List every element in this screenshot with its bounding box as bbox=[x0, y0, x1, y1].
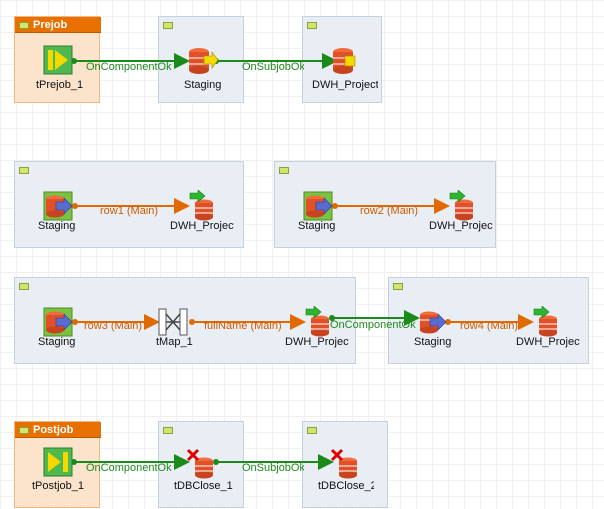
db-input-icon bbox=[303, 191, 333, 221]
connection-label[interactable]: row2 (Main) bbox=[360, 205, 419, 217]
db-output-component[interactable] bbox=[530, 305, 564, 340]
collapse-toggle-icon[interactable] bbox=[393, 283, 403, 290]
subjob-prejob-title: Prejob bbox=[33, 19, 68, 31]
db-input-component[interactable] bbox=[416, 306, 450, 340]
connection-label[interactable]: row3 (Main) bbox=[84, 320, 143, 332]
db-output-icon bbox=[305, 305, 329, 337]
db-input-component[interactable] bbox=[302, 190, 336, 224]
db-connection-icon bbox=[189, 48, 219, 74]
component-label[interactable]: tPostjob_1 bbox=[32, 480, 84, 492]
component-label[interactable]: tMap_1 bbox=[156, 336, 193, 348]
db-output-icon bbox=[533, 305, 557, 337]
db-input-component[interactable] bbox=[42, 306, 76, 340]
db-close-icon bbox=[330, 448, 357, 479]
db-input-icon bbox=[420, 311, 447, 334]
connection-label[interactable]: OnComponentOk bbox=[330, 319, 416, 331]
db-output-icon bbox=[449, 189, 473, 221]
connection-label[interactable]: OnComponentOk bbox=[86, 462, 172, 474]
db-output-component[interactable] bbox=[446, 189, 480, 224]
component-label[interactable]: DWH_Project bbox=[170, 220, 234, 232]
connection-label[interactable]: fullName (Main) bbox=[204, 320, 282, 332]
collapse-toggle-icon[interactable] bbox=[307, 427, 317, 434]
collapse-toggle-icon[interactable] bbox=[19, 167, 29, 174]
component-label[interactable]: tDBClose_2 bbox=[318, 480, 374, 492]
component-label[interactable]: DWH_Project bbox=[312, 79, 378, 91]
component-label[interactable]: tPrejob_1 bbox=[36, 79, 84, 91]
connection-label[interactable]: row4 (Main) bbox=[460, 320, 519, 332]
db-close-component[interactable] bbox=[330, 448, 364, 482]
collapse-toggle-icon[interactable] bbox=[19, 427, 29, 434]
db-input-icon bbox=[43, 307, 73, 337]
db-output-component[interactable] bbox=[302, 305, 336, 340]
component-label[interactable]: Staging bbox=[38, 220, 76, 232]
db-connection-component[interactable] bbox=[330, 46, 364, 80]
db-input-icon bbox=[43, 191, 73, 221]
postjob-component[interactable] bbox=[42, 446, 76, 480]
connection-label[interactable]: OnSubjobOk bbox=[242, 61, 304, 73]
db-connection-icon bbox=[333, 48, 356, 74]
db-input-component[interactable] bbox=[42, 190, 76, 224]
component-label[interactable]: Staging bbox=[414, 336, 452, 348]
component-label[interactable]: DWH_Project bbox=[285, 336, 349, 348]
component-label[interactable]: DWH_Project bbox=[516, 336, 580, 348]
prejob-component[interactable] bbox=[42, 44, 76, 78]
db-output-component[interactable] bbox=[186, 189, 220, 224]
postjob-icon bbox=[43, 447, 73, 477]
connection-label[interactable]: OnSubjobOk bbox=[242, 462, 304, 474]
db-close-icon bbox=[186, 448, 213, 479]
tmap-component[interactable] bbox=[156, 306, 190, 340]
collapse-toggle-icon[interactable] bbox=[279, 167, 289, 174]
tmap-icon bbox=[158, 308, 188, 336]
component-label[interactable]: DWH_Project bbox=[429, 220, 493, 232]
component-label[interactable]: Staging bbox=[298, 220, 336, 232]
component-label[interactable]: Staging bbox=[38, 336, 76, 348]
collapse-toggle-icon[interactable] bbox=[19, 283, 29, 290]
collapse-toggle-icon[interactable] bbox=[163, 22, 173, 29]
db-output-icon bbox=[189, 189, 213, 221]
component-label[interactable]: Staging bbox=[184, 79, 222, 91]
connection-label[interactable]: OnComponentOk bbox=[86, 61, 172, 73]
collapse-toggle-icon[interactable] bbox=[163, 427, 173, 434]
subjob-postjob-title: Postjob bbox=[33, 424, 74, 436]
component-label[interactable]: tDBClose_1 bbox=[174, 480, 233, 492]
subjob-dwh-connection[interactable] bbox=[302, 16, 382, 103]
subjob-postjob-header[interactable]: Postjob bbox=[15, 422, 101, 438]
subjob-prejob[interactable]: Prejob bbox=[14, 16, 101, 103]
db-close-component[interactable] bbox=[186, 448, 220, 482]
connection-label[interactable]: row1 (Main) bbox=[100, 205, 158, 217]
collapse-toggle-icon[interactable] bbox=[19, 22, 29, 29]
prejob-icon bbox=[43, 45, 73, 75]
db-connection-component[interactable] bbox=[186, 46, 220, 80]
subjob-prejob-header[interactable]: Prejob bbox=[15, 17, 101, 33]
collapse-toggle-icon[interactable] bbox=[307, 22, 317, 29]
